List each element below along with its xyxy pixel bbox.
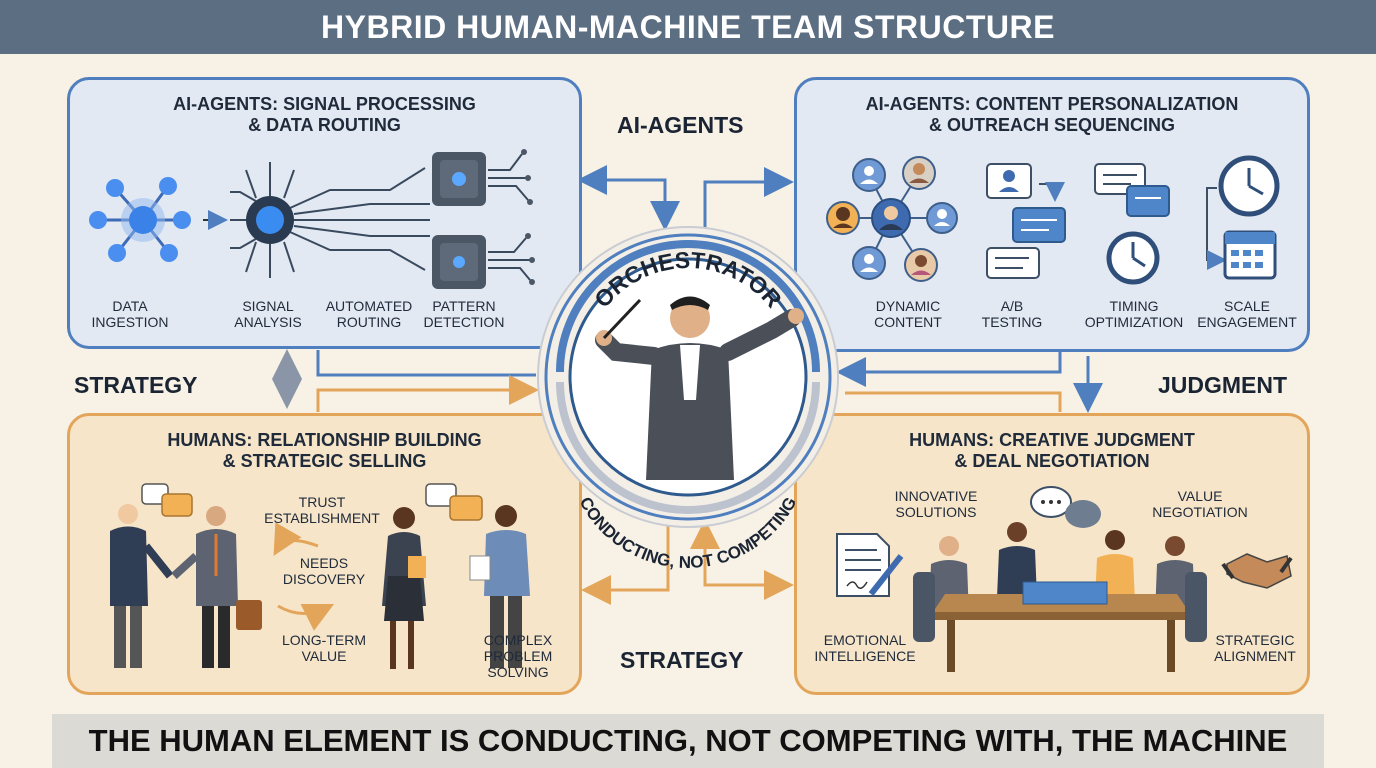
footer-statement: THE HUMAN ELEMENT IS CONDUCTING, NOT COM… [52,714,1324,768]
panel-title-line1: AI-AGENTS: SIGNAL PROCESSING [173,94,476,114]
panel-title-line2: & OUTREACH SEQUENCING [928,115,1175,135]
label-judgment: JUDGMENT [1158,372,1288,398]
panel-title-line1: HUMANS: RELATIONSHIP BUILDING [167,430,482,450]
panel-title-line1: HUMANS: CREATIVE JUDGMENT [909,430,1195,450]
arrow-human-left-to-center [316,375,539,412]
panel-signal-processing: AI-AGENTS: SIGNAL PROCESSING & DATA ROUT… [67,77,582,349]
arrow-human-right-to-center [845,391,1062,412]
personalization-illustration [826,155,1280,285]
arrow-ai-left-to-center [316,350,536,377]
speech-bubble-icon [1030,486,1101,528]
timing-optimization-icon [1094,163,1170,285]
network-node-icon [89,177,191,262]
contract-document-icon [836,533,904,597]
label-strategy-bottom: STRATEGY [620,647,744,673]
panel-title-line2: & STRATEGIC SELLING [222,451,427,471]
relationship-illustration [110,483,530,669]
arrow-ai-right-to-center [836,350,1062,387]
panel-creative-judgment: HUMANS: CREATIVE JUDGMENT & DEAL NEGOTIA… [794,413,1310,695]
ab-test-icon [986,163,1066,279]
arrow-top-right [703,167,794,230]
discussion-people-icon [382,483,530,669]
negotiation-illustration [836,486,1293,672]
panel-title-line1: AI-AGENTS: CONTENT PERSONALIZATION [865,94,1239,114]
handshake-icon [1221,553,1293,589]
arrow-bottom-right [703,540,794,600]
signal-chip-icon [230,162,430,278]
arrow-top-left-down [590,178,680,231]
arrow-bottom-left [581,506,670,605]
meeting-table-icon [913,522,1207,672]
clock-calendar-icon [1206,155,1280,280]
panel-content-personalization: AI-AGENTS: CONTENT PERSONALIZATION & OUT… [794,77,1310,352]
label-strategy-left: STRATEGY [74,372,198,398]
panel-relationship-building: HUMANS: RELATIONSHIP BUILDING & STRATEGI… [67,413,582,695]
page-title: HYBRID HUMAN-MACHINE TEAM STRUCTURE [0,0,1376,54]
pattern-chip-icon [432,149,535,289]
handshake-people-icon [110,483,262,668]
label-ai-agents: AI-AGENTS [617,112,744,138]
signal-processing-illustration [89,149,535,289]
panel-title-line2: & DATA ROUTING [248,115,401,135]
panel-title-line2: & DEAL NEGOTIATION [954,451,1150,471]
